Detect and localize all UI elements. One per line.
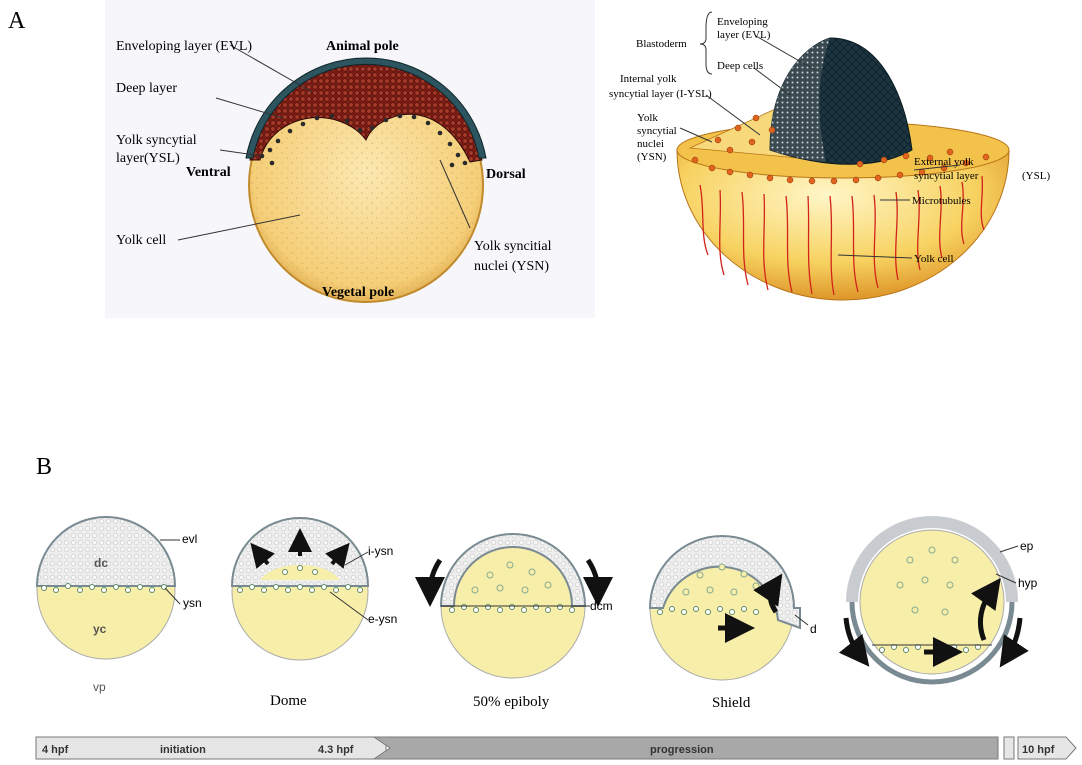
stage-label-50-epiboly: 50% epiboly [473, 694, 550, 710]
label-iysl-line2: syncytial layer (I-YSL) [609, 88, 712, 100]
label-ysl-line2: layer(YSL) [116, 151, 180, 166]
epiboly-arrow-left [430, 560, 440, 592]
stage-label-shield: Shield [712, 695, 751, 711]
label-vegetal-pole: Vegetal pole [322, 285, 394, 300]
label-yolk-cell: Yolk cell [116, 233, 166, 248]
label-blastoderm: Blastoderm [636, 38, 687, 50]
panel-b-label: B [36, 454, 52, 480]
stage-dome: i-ysn e-ysn Dome [232, 518, 397, 709]
label-b-iysn: i-ysn [368, 544, 393, 558]
stage-shield: d Shield [650, 536, 817, 711]
label-yolk-cell-3d: Yolk cell [914, 253, 954, 265]
label-b-d: d [810, 622, 817, 636]
stage-label-dome: Dome [270, 693, 307, 709]
stage1-deep-cells [37, 517, 175, 586]
label-b-vp: vp [93, 680, 106, 694]
stage-sphere: evl dc ysn yc vp [37, 517, 202, 694]
label-ysn-3d-line1: Yolk [637, 112, 658, 124]
label-eysl-line3: (YSL) [1022, 170, 1050, 182]
label-ysn-line1: Yolk syncitial [474, 239, 552, 254]
label-deep-cells: Deep cells [717, 60, 763, 72]
label-iysl-line1: Internal yolk [620, 73, 677, 85]
label-b-ep: ep [1020, 539, 1034, 553]
label-ysn-line2: nuclei (YSN) [474, 259, 549, 274]
label-evl-3d-line1: Enveloping [717, 16, 768, 28]
label-b-evl: evl [182, 532, 197, 546]
label-eysl-line1: External yolk [914, 156, 974, 168]
timeline-end-label: 10 hpf [1022, 744, 1055, 756]
timeline-start-label: 4 hpf [42, 744, 69, 756]
label-ysn-3d-line3: nuclei [637, 138, 664, 150]
label-evl-3d-line2: layer (EVL) [717, 29, 771, 41]
timeline-progression-label: progression [650, 744, 714, 756]
timeline-mid-label: 4.3 hpf [318, 744, 354, 756]
label-ventral: Ventral [186, 165, 231, 180]
label-b-eysn: e-ysn [368, 612, 397, 626]
stage-late-epiboly: ep hyp [846, 522, 1038, 682]
label-b-dcm: dcm [590, 599, 613, 613]
label-b-yc: yc [93, 622, 107, 636]
stage-50-epiboly: dcm 50% epiboly [430, 534, 613, 710]
label-eysl-line2: syncytial layer [914, 170, 979, 182]
label-b-hyp: hyp [1018, 576, 1038, 590]
embryo-3d-cutaway: Blastoderm Enveloping layer (EVL) Deep c… [609, 12, 1050, 300]
embryo-cross-section: Enveloping layer (EVL) Animal pole Deep … [105, 0, 595, 318]
label-deep-layer: Deep layer [116, 81, 177, 96]
label-b-dc: dc [94, 556, 108, 570]
timeline-bar: 4 hpf initiation 4.3 hpf progression 10 … [36, 737, 1076, 759]
label-microtubules: Microtubules [912, 195, 971, 207]
label-dorsal: Dorsal [486, 167, 526, 182]
panel-a-label: A [8, 8, 26, 34]
label-ysn-3d-line4: (YSN) [637, 151, 667, 163]
epiboly-arrow-right [588, 560, 598, 592]
label-ysn-3d-line2: syncytial [637, 125, 677, 137]
timeline-gap [1004, 737, 1014, 759]
ep-leader [1000, 546, 1018, 552]
timeline-initiation-label: initiation [160, 744, 206, 756]
label-ysl-line1: Yolk syncytial [116, 133, 197, 148]
label-animal-pole: Animal pole [326, 39, 399, 54]
label-b-ysn: ysn [183, 596, 202, 610]
label-evl: Enveloping layer (EVL) [116, 39, 252, 54]
